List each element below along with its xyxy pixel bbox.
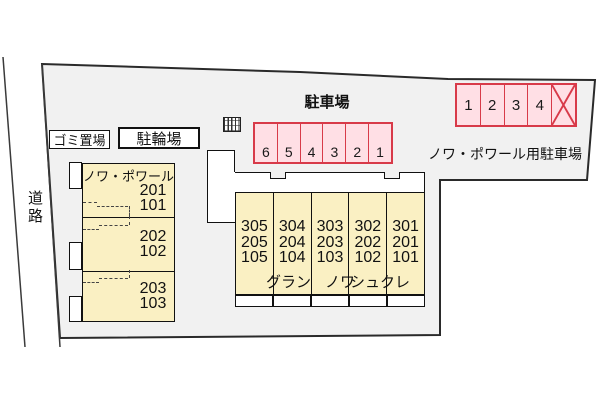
- unit-number: 301: [392, 218, 419, 235]
- porch: [69, 162, 82, 189]
- balcony: [235, 295, 273, 307]
- parking-space-number: 3: [511, 96, 521, 114]
- garbage-area-box: ゴミ置場: [49, 130, 110, 149]
- approach-path: [83, 202, 97, 203]
- left-building-name: ノワ・ポワール: [83, 169, 175, 184]
- unit-number: 102: [139, 243, 167, 260]
- balcony: [273, 295, 311, 307]
- parking-space-number: 4: [535, 96, 544, 114]
- parking-area-label: 駐車場: [304, 94, 350, 111]
- parking-space-number: 2: [488, 96, 497, 114]
- floor-divider: [83, 217, 174, 218]
- road-label: 道路: [26, 190, 43, 226]
- unit-number: 302: [354, 218, 382, 235]
- unit-column: 301 201 101: [386, 193, 424, 294]
- unit-number: 205: [241, 233, 268, 251]
- unit-column: 302 202 102: [348, 193, 386, 294]
- grate-icon: [223, 117, 241, 132]
- approach-path: [129, 216, 130, 225]
- parking-space: 1: [457, 85, 480, 125]
- parking-space-number: 1: [464, 96, 473, 114]
- balcony: [387, 295, 425, 307]
- main-building-name-part: ノワ: [325, 274, 356, 291]
- unit-number: 104: [278, 249, 306, 266]
- approach-path: [83, 282, 99, 283]
- parking-space: 6: [255, 124, 277, 162]
- unit-number: 203: [139, 280, 167, 297]
- parking-space-number: 4: [307, 144, 316, 160]
- main-building: 305 205 105 304 204 104 303 203 103 302 …: [235, 192, 425, 295]
- unit-number: 103: [139, 295, 167, 312]
- parking-space: 3: [503, 85, 528, 125]
- parking-space-number: 5: [284, 144, 293, 160]
- parking-space: 4: [527, 85, 551, 125]
- parking-space: 3: [322, 124, 345, 162]
- noix-parking-label: ノワ・ポワール用駐車場: [428, 146, 582, 162]
- unit-number: 204: [278, 233, 306, 251]
- left-building: ノワ・ポワール 201 101 202 102 203 103: [82, 163, 175, 322]
- main-building-name-part: グラン: [266, 274, 312, 291]
- unit-number: 303: [316, 218, 344, 235]
- balcony-row: [235, 295, 425, 307]
- unit-number: 201: [139, 182, 167, 199]
- unit-number: 203: [316, 233, 344, 251]
- crossed-parking-space: [551, 85, 575, 125]
- approach-path: [129, 270, 130, 278]
- approach-path: [129, 206, 130, 216]
- unit-number: 101: [139, 197, 167, 214]
- upper-right-parking-row: 1 2 3 4: [455, 83, 577, 127]
- unit-column: 304 204 104: [272, 193, 311, 294]
- x-mark-icon: [552, 85, 575, 125]
- unit-column: 305 205 105: [236, 193, 273, 294]
- approach-path: [99, 225, 128, 226]
- unit-number: 202: [354, 233, 382, 251]
- corridor-notch: [270, 172, 286, 179]
- approach-path: [83, 229, 99, 230]
- parking-space: 4: [299, 124, 323, 162]
- parking-space: 2: [479, 85, 504, 125]
- porch: [69, 296, 82, 322]
- parking-space: 1: [368, 124, 391, 162]
- stairwell-edge: [233, 150, 236, 172]
- unit-number: 101: [392, 249, 419, 266]
- approach-path: [97, 206, 128, 207]
- bicycle-parking-label: 駐輪場: [136, 130, 182, 148]
- balcony: [311, 295, 349, 307]
- unit-number: 102: [354, 249, 382, 266]
- road-inner-line: [41, 63, 61, 348]
- stairwell-block: [207, 150, 235, 223]
- parking-space: 5: [276, 124, 300, 162]
- unit-number: 103: [316, 249, 344, 266]
- parking-space-number: 3: [330, 144, 339, 160]
- porch: [69, 242, 82, 270]
- corridor-notch: [384, 172, 400, 179]
- parking-space-number: 6: [262, 144, 270, 160]
- main-building-name-part: シュクレ: [350, 274, 411, 291]
- parking-space-number: 1: [376, 144, 384, 160]
- unit-number: 105: [241, 249, 268, 266]
- middle-parking-row: 6 5 4 3 2 1: [253, 122, 393, 164]
- road-outer-line: [2, 56, 26, 348]
- unit-number: 305: [241, 218, 268, 235]
- garbage-area-label: ゴミ置場: [53, 133, 106, 148]
- floor-divider: [83, 271, 174, 272]
- unit-number: 201: [392, 233, 419, 251]
- unit-number: 202: [139, 228, 167, 245]
- parking-space-number: 2: [353, 144, 362, 160]
- unit-column: 303 203 103: [310, 193, 349, 294]
- approach-path: [99, 278, 128, 279]
- balcony: [349, 295, 387, 307]
- bicycle-parking-box: 駐輪場: [118, 127, 200, 149]
- parking-space: 2: [345, 124, 368, 162]
- unit-number: 304: [278, 218, 306, 235]
